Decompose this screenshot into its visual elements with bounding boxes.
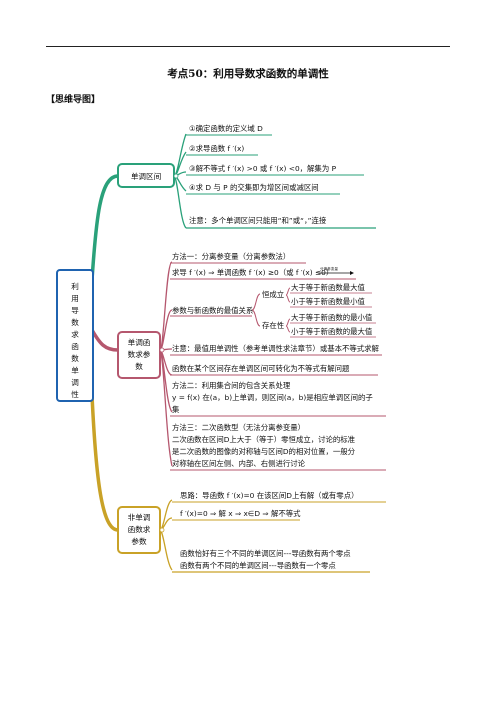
branch1-step: ④求 D 与 P 的交集即为增区间或减区间: [189, 183, 319, 192]
branch3-item: 函数恰好有三个不同的单调区间---导函数有两个零点: [180, 549, 351, 558]
branch3-label-line: 非单调: [128, 512, 151, 522]
branch3-idea: 思路：导函数 f ′(x)=0 在该区间D上有解（或有零点）: [180, 491, 358, 500]
root-char: 数: [71, 317, 79, 327]
branch1-note: 注意：多个单调区间只能用“和”或“，”连接: [189, 216, 327, 225]
hold-item: 大于等于新函数最大值: [291, 283, 366, 292]
branch2-note: 注意：最值用单调性（参考单调性求法章节）或基本不等式求解: [172, 344, 380, 353]
branch2-collapse-handle[interactable]: [159, 347, 165, 353]
root-char: 求: [71, 329, 79, 339]
branch2-node[interactable]: [117, 331, 161, 379]
method3-line: 二次函数在区间D上大于（等于）零恒成立，讨论的标准: [172, 435, 356, 444]
method1-title: 方法一：分离参变量（分离参数法）: [172, 252, 290, 261]
branch2-trunk: [159, 261, 173, 467]
hold-tree: [285, 287, 291, 303]
root-to-branch3-connector: [90, 394, 119, 532]
branch1-step: ①确定函数的定义域 D: [189, 124, 263, 133]
branch2-label-line: 数: [135, 361, 143, 371]
branch3-label-line: 函数求: [128, 524, 151, 534]
root-node[interactable]: [56, 269, 94, 402]
relation-label: 参数与新函数的最值关系: [172, 306, 253, 315]
method3-line: 方法三：二次函数型（无法分离参变量）: [172, 423, 305, 432]
exist-label: 存在性: [262, 321, 284, 330]
root-char: 用: [71, 294, 79, 303]
relation-tree: [251, 293, 261, 327]
branch3-collapse-handle[interactable]: [159, 527, 165, 533]
branch3-item: 函数有两个不同的单调区间---导函数有一个零点: [180, 561, 336, 570]
root-to-branch1-connector: [90, 174, 119, 281]
branch3-label-line: 参数: [131, 536, 147, 546]
hold-item: 小于等于新函数最小值: [291, 297, 366, 306]
root-node-label: 利 用 导 数 求 函 数 单 调 性: [71, 281, 79, 399]
method1-formula: 求导 f ′(x) ⇒ 单调函数 f ′(x) ≥0（或 f ′(x) ≤0）: [172, 268, 333, 277]
branch2-label-line: 单调函: [128, 337, 151, 347]
root-char: 数: [71, 353, 79, 363]
method2-line: 集: [172, 405, 180, 414]
method3-line: 是二次函数的图像的对称轴与区间D的相对位置，一般分: [172, 447, 356, 456]
branch3-formula: f ′(x)=0 ⇒ 解 x ⇒ x∈D ⇒ 解不等式: [180, 509, 301, 518]
branch1-collapse-handle[interactable]: [173, 173, 179, 179]
branch3-trunk: [159, 499, 173, 571]
section-label: 【思维导图】: [46, 95, 101, 105]
branch1-step: ②求导函数 f ′(x): [189, 144, 244, 153]
page-title: 考点50：利用导数求函数的单调性: [167, 68, 329, 80]
branch1-trunk: [173, 133, 187, 229]
arrow-note: 分离参变量: [320, 266, 338, 271]
header-rule: [46, 46, 450, 47]
branch1-step: ③解不等式 f ′(x) >0 或 f ′(x) <0，解集为 P: [189, 164, 337, 173]
method2-line: 方法二：利用集合间的包含关系处理: [172, 381, 291, 390]
exist-tree: [285, 318, 291, 333]
branch2-item2: 函数在某个区间存在单调区间可转化为不等式有解问题: [172, 364, 350, 373]
root-char: 调: [71, 378, 79, 387]
root-char: 函: [71, 342, 79, 351]
method3-line: 对称轴在区间左侧、内部、右侧进行讨论: [172, 459, 306, 468]
method2-line: y = f(x) 在(a，b)上单调，则区间(a，b)是相应单调区间的子: [172, 393, 373, 402]
root-char: 利: [71, 281, 79, 291]
root-char: 单: [71, 365, 79, 375]
exist-item: 大于等于新函数的最小值: [291, 313, 373, 322]
root-to-branch2-connector: [90, 329, 119, 352]
method1-arrowhead-icon: [350, 271, 354, 275]
branch1-label: 单调区间: [131, 171, 161, 181]
exist-item: 小于等于新函数的最大值: [291, 327, 373, 336]
root-char: 性: [71, 389, 79, 399]
hold-label: 恒成立: [262, 290, 284, 299]
root-char: 导: [71, 306, 79, 315]
branch2-label-line: 数求参: [128, 349, 151, 359]
